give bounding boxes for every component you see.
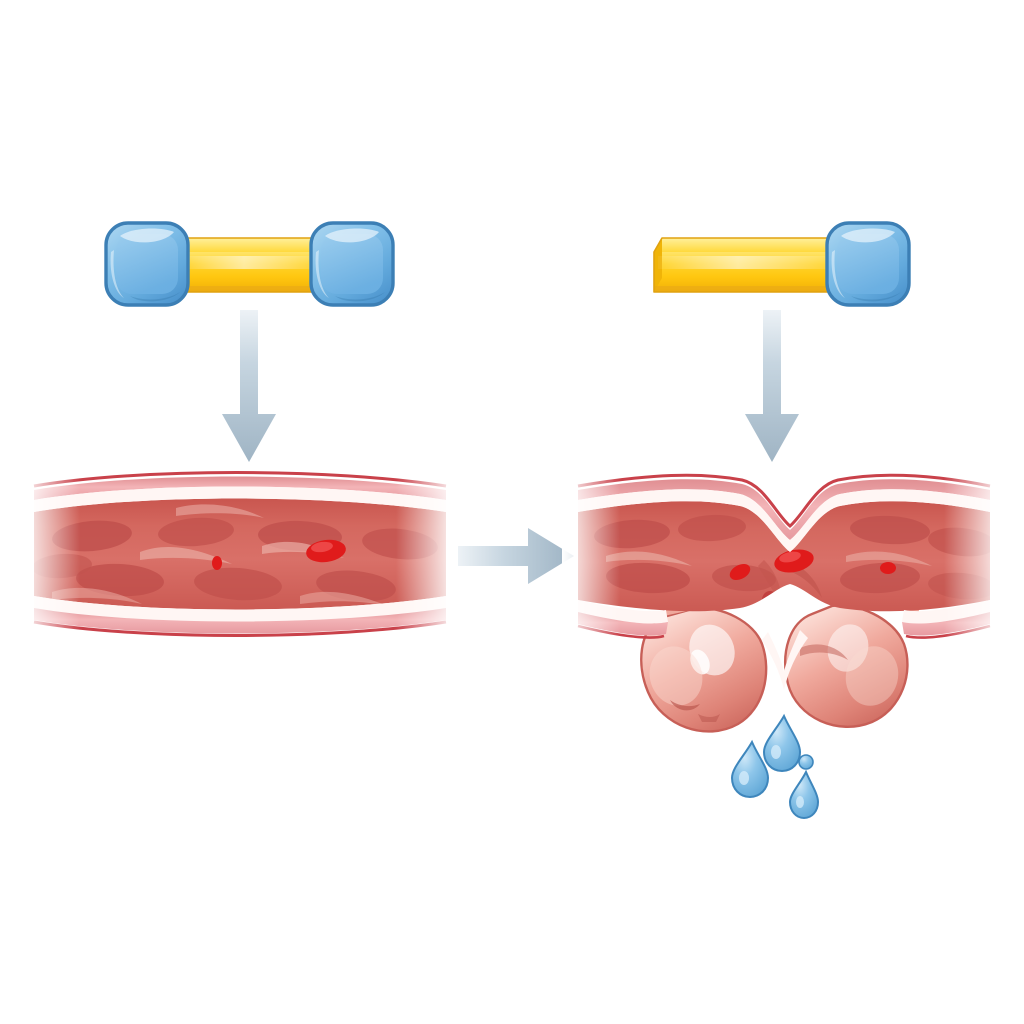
molecule-block-right-cap (309, 221, 395, 307)
vessel-gap-top-left (34, 486, 446, 512)
molecule-block-right-cap-2 (825, 221, 911, 307)
leaking-droplets (730, 713, 820, 820)
droplet-dot (798, 754, 814, 770)
fade-left (20, 460, 80, 660)
vessel-outer-line-bottom-left (33, 620, 447, 637)
red-blood-cell (212, 556, 222, 570)
down-arrow-right (745, 310, 799, 462)
cleaved-molecule[interactable] (653, 221, 911, 307)
intact-molecule[interactable] (104, 221, 395, 307)
progression-arrow (458, 528, 574, 584)
vessel-outer-line-top-right (577, 473, 991, 528)
molecule-bar-right (653, 237, 847, 293)
molecule-block-left-cap (104, 221, 190, 307)
vessel-outer-line-top-left (33, 471, 447, 488)
vessel-gap-bottom-left (34, 596, 446, 622)
down-arrow-left (222, 310, 276, 462)
fade-right (396, 460, 458, 660)
fade-left-2 (562, 460, 620, 660)
vessel-wall-top-left (34, 476, 446, 500)
red-blood-cell (880, 562, 896, 574)
molecule-bar-left (179, 237, 329, 293)
bulge-septum (762, 630, 808, 690)
leaking-blood-vessel (562, 460, 1006, 820)
fade-right-2 (944, 460, 1006, 660)
red-blood-cell (729, 563, 751, 581)
healthy-blood-vessel (20, 460, 458, 660)
vessel-wall-bottom-left (34, 608, 446, 634)
droplet-3 (788, 769, 820, 820)
